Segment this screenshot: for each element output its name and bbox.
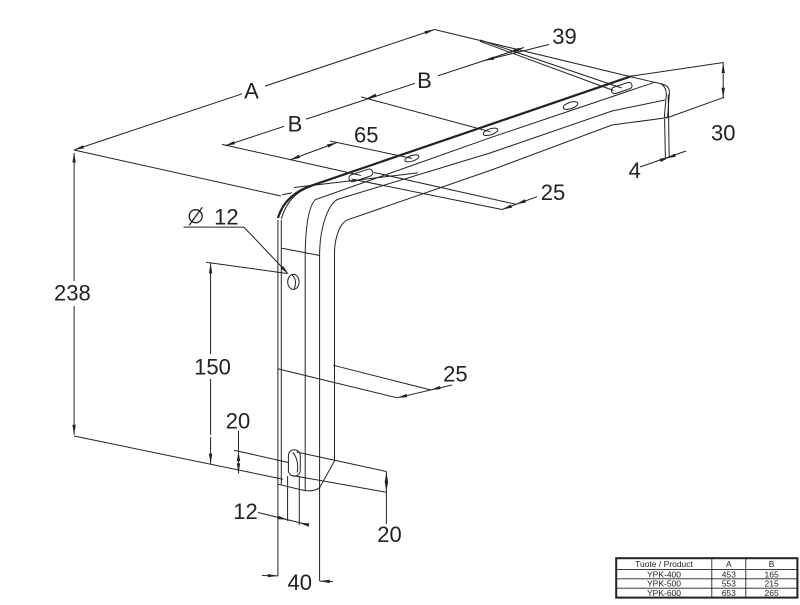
svg-text:40: 40 <box>287 570 311 595</box>
svg-text:A: A <box>244 79 259 104</box>
svg-text:Tuote / Product: Tuote / Product <box>635 559 693 569</box>
svg-text:YPK-600: YPK-600 <box>647 588 681 598</box>
svg-text:25: 25 <box>443 361 467 386</box>
svg-text:20: 20 <box>377 522 401 547</box>
svg-text:653: 653 <box>722 588 736 598</box>
svg-text:20: 20 <box>226 409 250 434</box>
svg-text:30: 30 <box>711 121 735 146</box>
svg-text:25: 25 <box>541 180 565 205</box>
svg-text:4: 4 <box>629 158 641 183</box>
svg-text:39: 39 <box>552 24 576 49</box>
svg-text:B: B <box>417 68 432 93</box>
svg-text:A: A <box>726 559 732 569</box>
svg-text:B: B <box>769 559 775 569</box>
svg-text:B: B <box>288 112 303 137</box>
svg-text:12: 12 <box>214 204 238 229</box>
svg-text:265: 265 <box>765 588 779 598</box>
svg-text:150: 150 <box>194 354 231 379</box>
svg-text:12: 12 <box>233 499 257 524</box>
svg-text:65: 65 <box>354 122 378 147</box>
svg-text:238: 238 <box>54 281 91 306</box>
